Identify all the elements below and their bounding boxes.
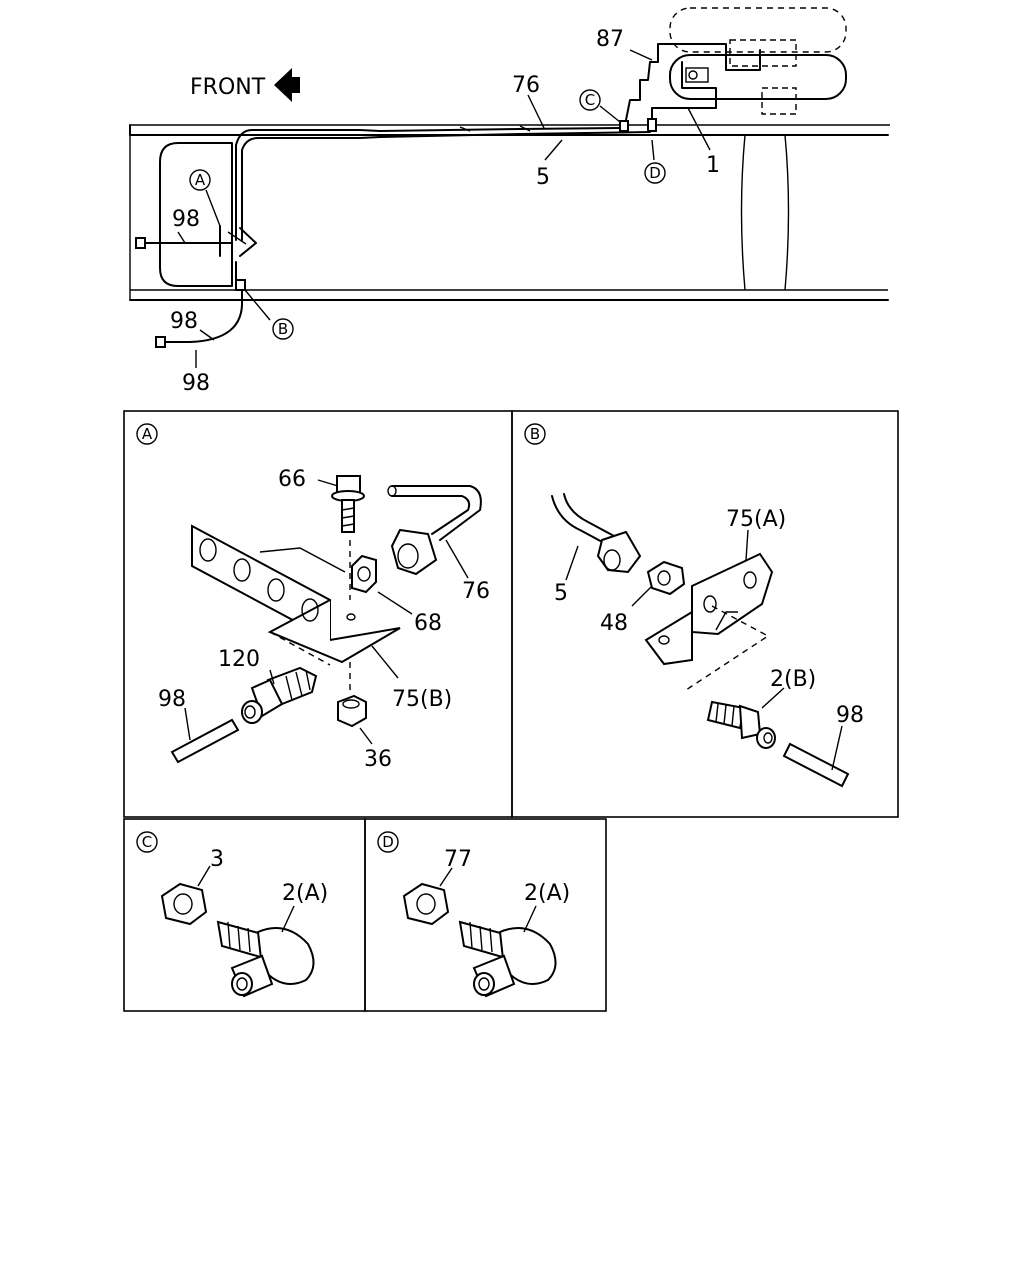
label-87: 87	[596, 27, 624, 52]
nut-3	[160, 882, 208, 926]
detail-panel-b: B 75(A) 5 48 2(B) 98	[511, 410, 899, 818]
label-98-panel-a: 98	[158, 687, 186, 712]
label-68: 68	[414, 611, 442, 636]
panel-a-tag: A	[142, 425, 153, 443]
pipe-76	[235, 127, 621, 241]
pipe-76-detail	[391, 485, 482, 541]
label-75b: 75(B)	[392, 687, 452, 712]
pipe-98-curved	[163, 289, 244, 343]
label-5-b: 5	[554, 581, 568, 606]
label-3: 3	[210, 847, 224, 872]
label-98-b: 98	[170, 309, 198, 334]
nut-68	[351, 554, 377, 594]
label-75a: 75(A)	[726, 507, 786, 532]
label-48: 48	[600, 611, 628, 636]
pipe-87	[624, 43, 761, 126]
crossmember	[159, 142, 233, 287]
flare-nut-76	[390, 528, 438, 576]
callout-b: B	[278, 320, 288, 338]
label-98-a: 98	[172, 207, 200, 232]
callout-a: A	[195, 171, 206, 189]
callout-d: D	[649, 164, 661, 182]
panel-c-tag: C	[142, 833, 152, 851]
pipe-98-detail-a	[170, 718, 240, 764]
pipe-1	[651, 61, 717, 126]
callout-c: C	[585, 91, 595, 109]
label-1: 1	[706, 153, 720, 178]
label-2b: 2(B)	[770, 667, 816, 692]
pipe-5	[241, 131, 651, 241]
label-66: 66	[278, 467, 306, 492]
tee-fitting-2a-d	[458, 920, 508, 960]
label-36: 36	[364, 747, 392, 772]
air-tank-upper	[669, 7, 847, 53]
nut-48	[646, 560, 686, 596]
label-2a-c: 2(A)	[282, 881, 328, 906]
flare-nut-5	[596, 530, 642, 574]
detail-panel-c: C 3 2(A)	[123, 818, 366, 1012]
pipe-98-detail-b	[782, 742, 850, 788]
connector-d	[647, 118, 657, 132]
bracket-75a	[691, 552, 774, 636]
label-2a-d: 2(A)	[524, 881, 570, 906]
label-77: 77	[444, 847, 472, 872]
detail-panel-a: A	[123, 410, 513, 818]
tee-fitting-2a-c	[216, 920, 266, 960]
label-98-c: 98	[182, 371, 210, 396]
label-76-a: 76	[462, 579, 490, 604]
panel-d-tag: D	[382, 833, 394, 851]
connector-c	[619, 120, 629, 132]
label-98-panel-b: 98	[836, 703, 864, 728]
pipe-5-detail	[551, 493, 615, 545]
front-arrow-icon	[274, 68, 300, 102]
label-76: 76	[512, 73, 540, 98]
detail-panel-d: D 77 2(A)	[364, 818, 607, 1012]
label-5: 5	[536, 165, 550, 190]
front-label: FRONT	[190, 75, 266, 100]
nut-77	[402, 882, 450, 926]
air-tank-lower	[669, 54, 847, 100]
label-120: 120	[218, 647, 260, 672]
chassis-overview: FRONT	[129, 7, 890, 396]
panel-b-tag: B	[530, 425, 540, 443]
